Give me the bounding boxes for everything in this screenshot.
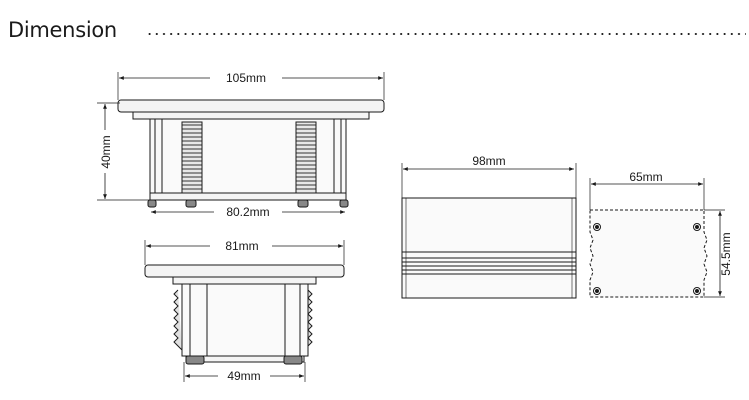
top-view (97, 72, 385, 214)
dim-label-65mm: 65mm (629, 170, 662, 184)
dim-label-98mm: 98mm (472, 154, 505, 168)
lower-top-plate (144, 264, 345, 278)
front-body (401, 197, 577, 299)
side-body (589, 209, 708, 298)
dim-label-105mm: 105mm (226, 71, 266, 85)
front-view (401, 163, 577, 299)
dim-label-80-2mm: 80.2mm (226, 205, 269, 219)
right-rib-block (295, 121, 317, 195)
section-title: Dimension (8, 18, 117, 42)
dim-label-81mm: 81mm (225, 239, 258, 253)
top-plate (117, 99, 385, 113)
dim-label-54-5mm: 54.5mm (719, 232, 733, 275)
lower-view (144, 240, 345, 382)
left-rib-block (181, 121, 203, 195)
screw-icons (593, 223, 701, 295)
dim-label-49mm: 49mm (227, 369, 260, 383)
dotted-leader (146, 33, 746, 35)
side-view (589, 178, 725, 298)
dim-label-40mm: 40mm (99, 135, 113, 168)
